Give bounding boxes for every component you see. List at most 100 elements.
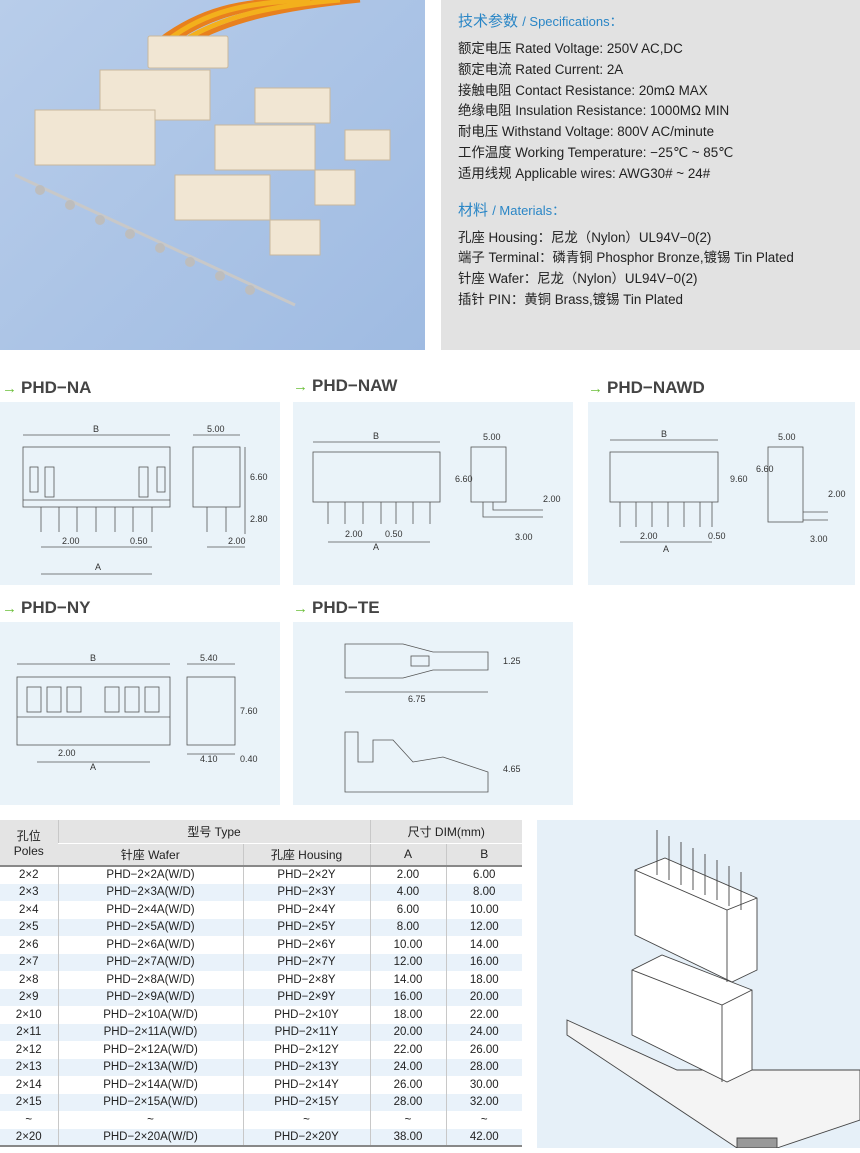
cell-b: 14.00 [445, 936, 522, 954]
cell-b: 24.00 [445, 1023, 522, 1041]
cell-b: 12.00 [445, 918, 522, 936]
spec-line: 工作温度 Working Temperature: −25℃ ~ 85℃ [458, 144, 734, 160]
cell-housing: PHD−2×10Y [242, 1006, 370, 1024]
cell-a: 12.00 [369, 953, 446, 971]
cell-housing: ~ [242, 1111, 370, 1129]
cell-wafer: PHD−2×7A(W/D) [57, 953, 243, 971]
cell-wafer: PHD−2×15A(W/D) [57, 1093, 243, 1111]
cell-housing: PHD−2×3Y [242, 883, 370, 901]
cell-wafer: PHD−2×20A(W/D) [57, 1128, 243, 1146]
cell-poles: 2×11 [16, 1026, 42, 1039]
cell-housing: PHD−2×9Y [242, 988, 370, 1006]
cell-b: 30.00 [445, 1076, 522, 1094]
cell-poles: 2×8 [18, 973, 39, 986]
header-wafer: 针座 Wafer [58, 843, 243, 866]
dim-label: 2.00 [345, 529, 363, 539]
cell-wafer: PHD−2×10A(W/D) [57, 1006, 243, 1024]
cell-a: 26.00 [369, 1076, 446, 1094]
cell-a: 24.00 [369, 1058, 446, 1076]
cell-a: 16.00 [369, 988, 446, 1006]
dim-label: 2.00 [62, 536, 80, 546]
cell-b: 18.00 [445, 971, 522, 989]
cell-wafer: PHD−2×12A(W/D) [57, 1041, 243, 1059]
drawing-phd-ny: B 5.40 7.60 2.00 A 4.10 0.40 [0, 622, 280, 805]
material-line: 端子 Terminal：磷青铜 Phosphor Bronze,镀锡 Tin P… [458, 250, 794, 266]
cell-b: 26.00 [445, 1041, 522, 1059]
cell-housing: PHD−2×12Y [242, 1041, 370, 1059]
cell-b: 28.00 [445, 1058, 522, 1076]
arrow-icon: → [293, 377, 308, 395]
cell-b: 42.00 [445, 1128, 522, 1146]
cell-wafer: PHD−2×6A(W/D) [57, 936, 243, 954]
cell-a: 8.00 [369, 918, 446, 936]
dim-label: A [95, 562, 101, 572]
technical-drawing: B 5.40 7.60 2.00 A 4.10 0.40 [16, 653, 258, 772]
cell-housing: PHD−2×15Y [242, 1093, 370, 1111]
cell-poles: 2×14 [15, 1078, 42, 1091]
cell-housing: PHD−2×6Y [242, 936, 370, 954]
cell-housing: PHD−2×13Y [242, 1058, 370, 1076]
title-text: PHD−TE [312, 598, 380, 617]
header-housing: 孔座 Housing [242, 843, 370, 866]
assembly-illustration [537, 820, 860, 1149]
heading-en: / Specifications： [522, 14, 623, 29]
cell-a: ~ [369, 1111, 446, 1129]
dim-label: A [663, 544, 669, 554]
cell-wafer: PHD−2×2A(W/D) [57, 866, 243, 884]
dim-label: B [93, 424, 99, 434]
dim-label: 6.60 [756, 464, 774, 474]
dim-label: 2.00 [58, 748, 76, 758]
cell-b: 10.00 [445, 901, 522, 919]
connector-photo-illustration [14, 0, 391, 307]
dim-label: 1.25 [503, 656, 521, 666]
spec-line: 额定电压 Rated Voltage: 250V AC,DC [458, 41, 683, 56]
arrow-icon: → [2, 379, 17, 397]
title-text: PHD−NY [21, 598, 91, 617]
specifications-panel: 技术参数 / Specifications： 额定电压 Rated Voltag… [441, 0, 860, 350]
cell-poles: ~ [25, 1113, 33, 1126]
cell-b: 20.00 [445, 988, 522, 1006]
arrow-icon: → [588, 379, 603, 397]
dim-label: 2.00 [640, 531, 658, 541]
cell-housing: PHD−2×14Y [242, 1076, 370, 1094]
cell-wafer: PHD−2×3A(W/D) [57, 883, 243, 901]
title-text: PHD−NA [21, 378, 92, 397]
header-dim: 尺寸 DIM(mm) [369, 820, 522, 844]
drawing-title-phd-naw: →PHD−NAW [293, 376, 397, 396]
cell-housing: PHD−2×8Y [242, 971, 370, 989]
technical-drawing: 1.25 6.75 4.65 [344, 643, 521, 793]
dim-label: 2.80 [250, 514, 268, 524]
cell-housing: PHD−2×4Y [242, 901, 370, 919]
cell-a: 22.00 [369, 1041, 446, 1059]
title-text: PHD−NAWD [607, 378, 705, 397]
cell-housing: PHD−2×5Y [242, 918, 370, 936]
dim-label: 5.40 [200, 653, 218, 663]
cell-housing: PHD−2×7Y [242, 953, 370, 971]
cell-housing: PHD−2×20Y [242, 1128, 370, 1146]
cell-b: 16.00 [445, 953, 522, 971]
cell-b: 22.00 [445, 1006, 522, 1024]
cell-poles: 2×2 [18, 869, 39, 882]
spec-line: 适用线规 Applicable wires: AWG30# ~ 24# [458, 165, 711, 181]
cell-housing: PHD−2×11Y [242, 1023, 370, 1041]
cell-poles: 2×6 [18, 938, 39, 951]
specifications-heading: 技术参数 / Specifications： [458, 10, 860, 31]
cell-poles: 2×3 [18, 886, 39, 899]
product-photo [0, 0, 425, 350]
technical-drawing: B 5.00 6.60 2.00 2.00 0.50 A 3.00 [312, 431, 561, 552]
cell-wafer: PHD−2×14A(W/D) [57, 1076, 243, 1094]
cell-poles: 2×5 [18, 921, 39, 934]
cell-a: 6.00 [369, 901, 446, 919]
cell-poles: 2×12 [15, 1043, 42, 1056]
drawing-phd-te: 1.25 6.75 4.65 [293, 622, 573, 805]
dim-label: 4.65 [503, 764, 521, 774]
drawing-title-phd-ny: →PHD−NY [2, 598, 90, 618]
